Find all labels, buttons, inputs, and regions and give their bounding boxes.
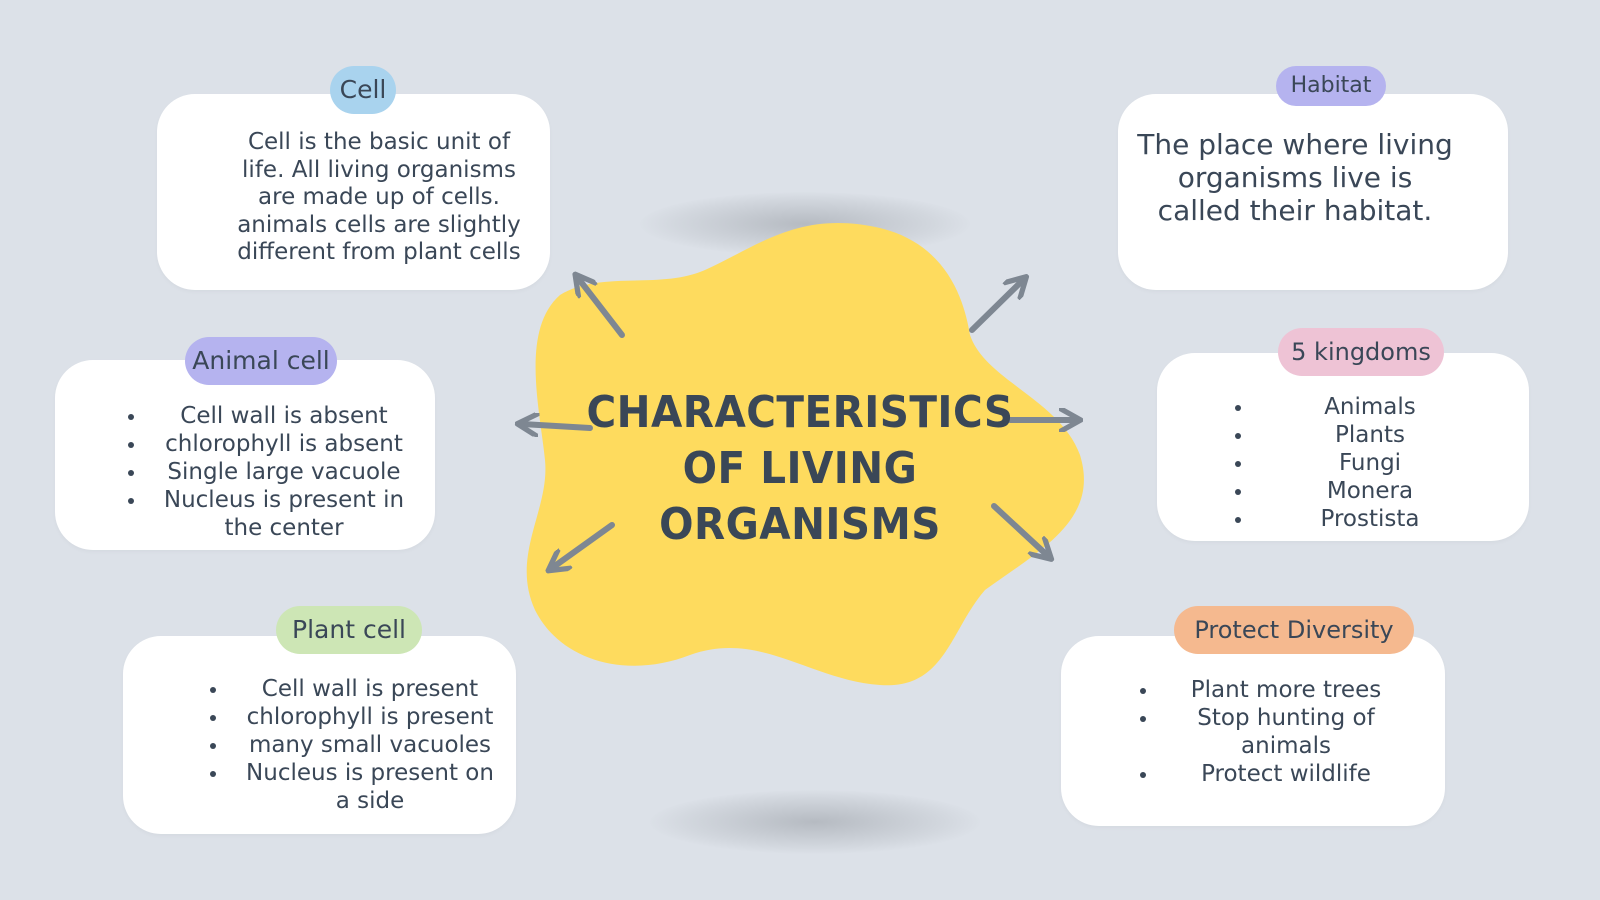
list-item: Nucleus is present in the center <box>128 486 410 542</box>
arrow-to-cell <box>578 278 625 338</box>
animal-cell-label: Animal cell <box>192 346 330 375</box>
cell-label: Cell <box>339 75 387 104</box>
list-item: chlorophyll is present <box>210 703 500 731</box>
list-item: Cell wall is absent <box>128 402 410 430</box>
list-item: Nucleus is present on a side <box>210 759 500 815</box>
kingdoms-list: Animals Plants Fungi Monera Prostista <box>1235 393 1475 533</box>
cell-card <box>157 94 550 290</box>
list-item: Cell wall is present <box>210 675 500 703</box>
animal-cell-list: Cell wall is absent chlorophyll is absen… <box>128 402 410 542</box>
habitat-card <box>1118 94 1508 290</box>
arrow-to-habitat <box>969 280 1023 333</box>
list-item: Fungi <box>1235 449 1475 477</box>
habitat-label-pill: Habitat <box>1276 66 1386 106</box>
diversity-list: Plant more trees Stop hunting of animals… <box>1140 676 1402 788</box>
center-blob-shape <box>526 223 1084 686</box>
kingdoms-label: 5 kingdoms <box>1291 338 1431 366</box>
list-item: Plant more trees <box>1140 676 1402 704</box>
plant-cell-card <box>123 636 516 834</box>
list-item: Animals <box>1235 393 1475 421</box>
list-item: Protect wildlife <box>1140 760 1402 788</box>
plant-cell-label: Plant cell <box>292 615 406 644</box>
kingdoms-label-pill: 5 kingdoms <box>1278 328 1444 376</box>
bottom-shadow <box>650 790 980 854</box>
kingdoms-card <box>1157 353 1529 541</box>
plant-cell-list: Cell wall is present chlorophyll is pres… <box>210 675 500 815</box>
list-item: Single large vacuole <box>128 458 410 486</box>
diversity-label-pill: Protect Diversity <box>1174 606 1414 654</box>
animal-cell-label-pill: Animal cell <box>185 337 337 385</box>
arrow-to-animal-cell <box>522 424 593 428</box>
list-item: many small vacuoles <box>210 731 500 759</box>
habitat-description: The place where living organisms live is… <box>1137 128 1453 227</box>
diversity-label: Protect Diversity <box>1194 616 1394 644</box>
cell-description: Cell is the basic unit of life. All livi… <box>237 129 521 265</box>
list-item: Prostista <box>1235 505 1475 533</box>
animal-cell-card <box>55 360 435 550</box>
arrow-to-diversity <box>991 503 1048 556</box>
list-item: Monera <box>1235 477 1475 505</box>
list-item: chlorophyll is absent <box>128 430 410 458</box>
list-item: Plants <box>1235 421 1475 449</box>
habitat-label: Habitat <box>1290 73 1372 98</box>
list-item: Stop hunting of animals <box>1140 704 1402 760</box>
cell-label-pill: Cell <box>330 66 396 114</box>
plant-cell-label-pill: Plant cell <box>276 606 422 654</box>
diversity-card <box>1061 636 1445 826</box>
diagram-title: CHARACTERISTICS OF LIVING ORGANISMS <box>586 387 1014 550</box>
arrow-to-plant-cell <box>552 522 615 568</box>
